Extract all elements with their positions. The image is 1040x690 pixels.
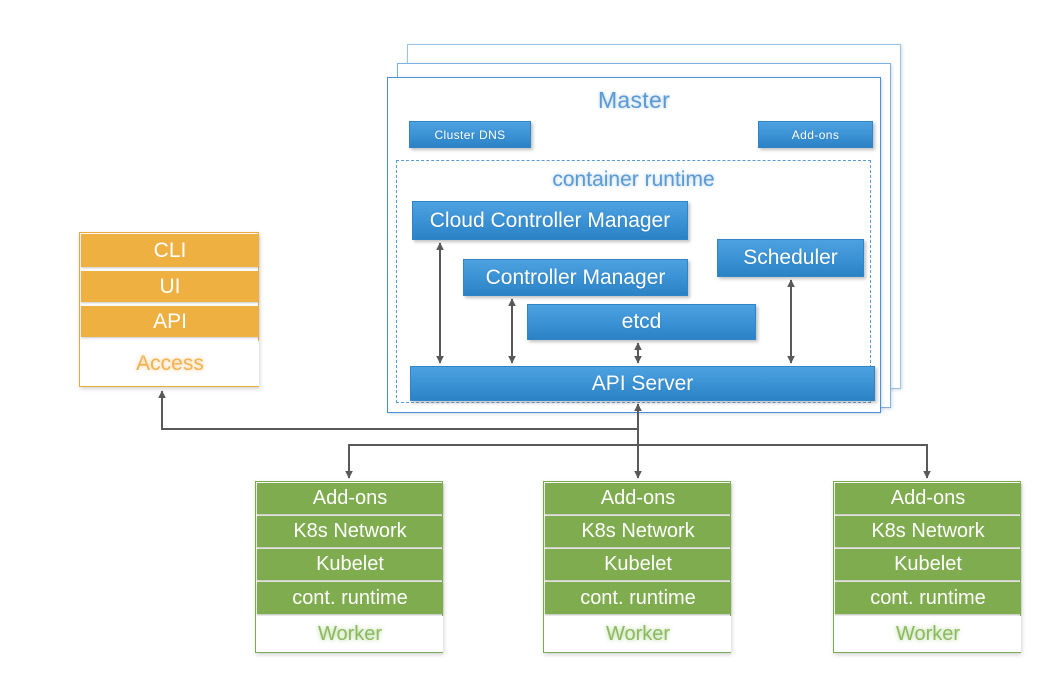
controller-manager-box[interactable]: Controller Manager: [463, 259, 688, 296]
worker-footer-label: Worker: [835, 616, 1021, 652]
container-runtime-title: container runtime: [552, 168, 715, 191]
worker-bar-addons[interactable]: Add-ons: [545, 483, 731, 514]
worker-footer-label: Worker: [545, 616, 731, 652]
worker-footer-label: Worker: [257, 616, 443, 652]
master-title: Master: [597, 87, 671, 113]
worker-bar-kubelet[interactable]: Kubelet: [545, 549, 731, 580]
worker-bar-cont-runtime[interactable]: cont. runtime: [257, 582, 443, 614]
access-bar-ui[interactable]: UI: [81, 271, 259, 302]
master-addons-box[interactable]: Add-ons: [758, 121, 873, 148]
worker-bar-k8s-network[interactable]: K8s Network: [835, 516, 1021, 547]
arrow-apiserver-worker-3: [638, 444, 931, 479]
access-footer-label: Access: [81, 341, 259, 386]
api-server-box[interactable]: API Server: [410, 366, 875, 401]
worker-bar-k8s-network[interactable]: K8s Network: [545, 516, 731, 547]
worker-bar-cont-runtime[interactable]: cont. runtime: [835, 582, 1021, 614]
worker-node-3[interactable]: Add-ons K8s Network Kubelet cont. runtim…: [833, 481, 1021, 653]
arrow-apiserver-worker-1: [345, 444, 638, 479]
access-node[interactable]: CLI UI API Access: [79, 232, 259, 387]
worker-bar-addons[interactable]: Add-ons: [835, 483, 1021, 514]
cloud-controller-manager-box[interactable]: Cloud Controller Manager: [412, 201, 688, 240]
etcd-box[interactable]: etcd: [527, 304, 756, 340]
worker-node-2[interactable]: Add-ons K8s Network Kubelet cont. runtim…: [543, 481, 731, 653]
worker-bar-kubelet[interactable]: Kubelet: [835, 549, 1021, 580]
worker-node-1[interactable]: Add-ons K8s Network Kubelet cont. runtim…: [255, 481, 443, 653]
cluster-dns-box[interactable]: Cluster DNS: [409, 121, 531, 148]
worker-bar-kubelet[interactable]: Kubelet: [257, 549, 443, 580]
worker-bar-addons[interactable]: Add-ons: [257, 483, 443, 514]
worker-bar-cont-runtime[interactable]: cont. runtime: [545, 582, 731, 614]
worker-bar-k8s-network[interactable]: K8s Network: [257, 516, 443, 547]
access-bar-cli[interactable]: CLI: [81, 234, 259, 267]
access-bar-api[interactable]: API: [81, 306, 259, 337]
scheduler-box[interactable]: Scheduler: [717, 239, 864, 277]
